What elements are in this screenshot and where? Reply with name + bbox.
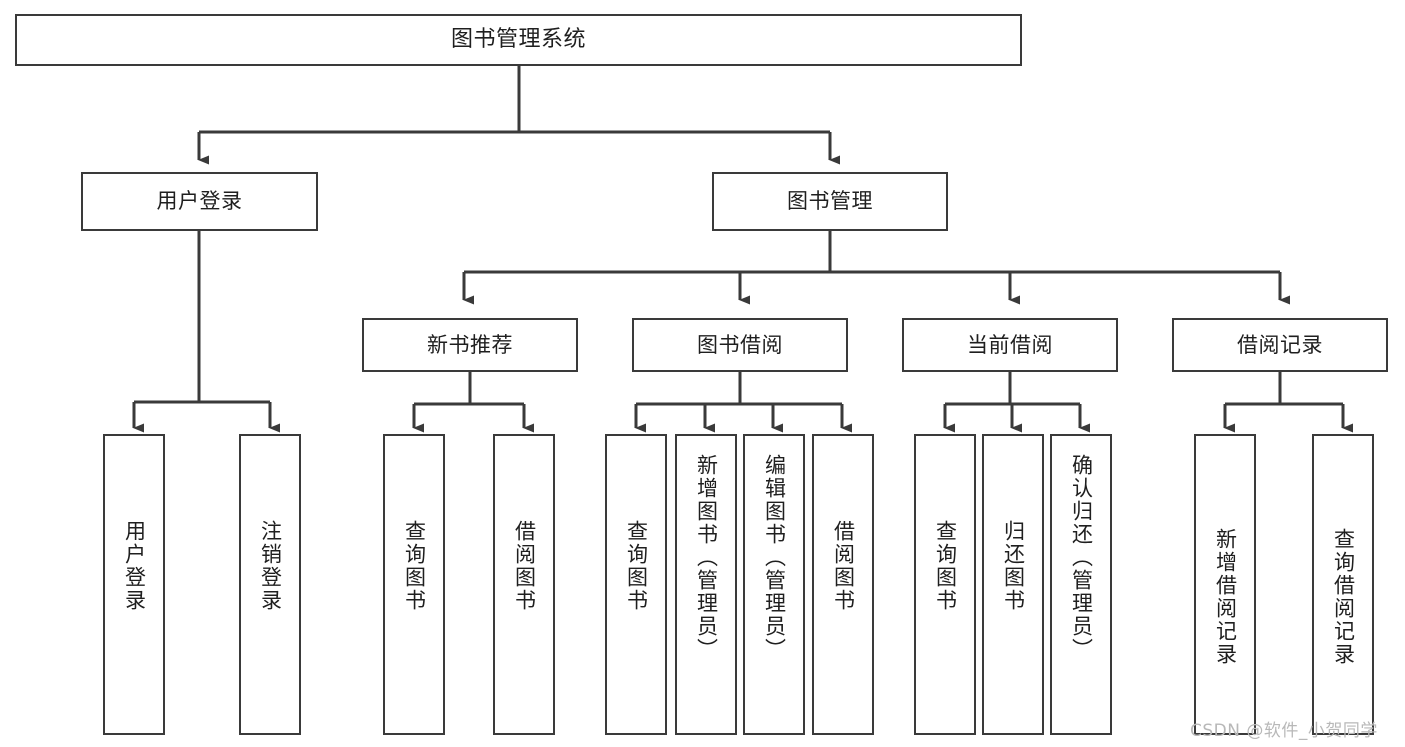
leaf-new-book-borrow[interactable]: 借阅图书 xyxy=(493,434,555,735)
node-label: 新增借阅记录 xyxy=(1213,528,1238,666)
leaf-current-query-book[interactable]: 查询图书 xyxy=(914,434,976,735)
csdn-watermark: CSDN @软件_小贺同学 xyxy=(1190,721,1378,741)
node-root-system[interactable]: 图书管理系统 xyxy=(15,14,1022,66)
leaf-record-add-record[interactable]: 新增借阅记录 xyxy=(1194,434,1256,735)
node-label: 注销登录 xyxy=(258,520,283,612)
node-label: 编辑图书（管理员） xyxy=(762,454,787,661)
node-borrow-record[interactable]: 借阅记录 xyxy=(1172,318,1388,372)
node-label: 当前借阅 xyxy=(967,332,1053,357)
node-label: 新书推荐 xyxy=(427,332,513,357)
node-label: 查询借阅记录 xyxy=(1331,528,1356,666)
node-label: 借阅图书 xyxy=(831,520,856,612)
node-new-book-recommend[interactable]: 新书推荐 xyxy=(362,318,578,372)
leaf-user-login-login[interactable]: 用户登录 xyxy=(103,434,165,735)
node-label: 用户登录 xyxy=(156,189,243,214)
node-label: 确认归还（管理员） xyxy=(1069,454,1094,661)
node-label: 用户登录 xyxy=(122,520,147,612)
node-label: 查询图书 xyxy=(402,520,427,612)
node-label: 归还图书 xyxy=(1001,520,1026,612)
node-label: 查询图书 xyxy=(933,520,958,612)
leaf-borrow-borrow-book[interactable]: 借阅图书 xyxy=(812,434,874,735)
node-label: 图书管理系统 xyxy=(450,27,586,53)
leaf-new-book-query[interactable]: 查询图书 xyxy=(383,434,445,735)
node-user-login[interactable]: 用户登录 xyxy=(81,172,318,231)
leaf-borrow-edit-book[interactable]: 编辑图书（管理员） xyxy=(743,434,805,735)
node-label: 查询图书 xyxy=(624,520,649,612)
node-label: 图书管理 xyxy=(787,189,873,214)
node-label: 新增图书（管理员） xyxy=(694,454,719,661)
leaf-user-login-logout[interactable]: 注销登录 xyxy=(239,434,301,735)
leaf-current-return-book[interactable]: 归还图书 xyxy=(982,434,1044,735)
node-book-management[interactable]: 图书管理 xyxy=(712,172,948,231)
leaf-borrow-add-book[interactable]: 新增图书（管理员） xyxy=(675,434,737,735)
node-label: 借阅记录 xyxy=(1237,332,1323,357)
leaf-current-confirm-return[interactable]: 确认归还（管理员） xyxy=(1050,434,1112,735)
node-label: 借阅图书 xyxy=(512,520,537,612)
node-current-borrow[interactable]: 当前借阅 xyxy=(902,318,1118,372)
node-label: 图书借阅 xyxy=(697,332,783,357)
node-book-borrow[interactable]: 图书借阅 xyxy=(632,318,848,372)
leaf-borrow-query-book[interactable]: 查询图书 xyxy=(605,434,667,735)
leaf-record-query-record[interactable]: 查询借阅记录 xyxy=(1312,434,1374,735)
